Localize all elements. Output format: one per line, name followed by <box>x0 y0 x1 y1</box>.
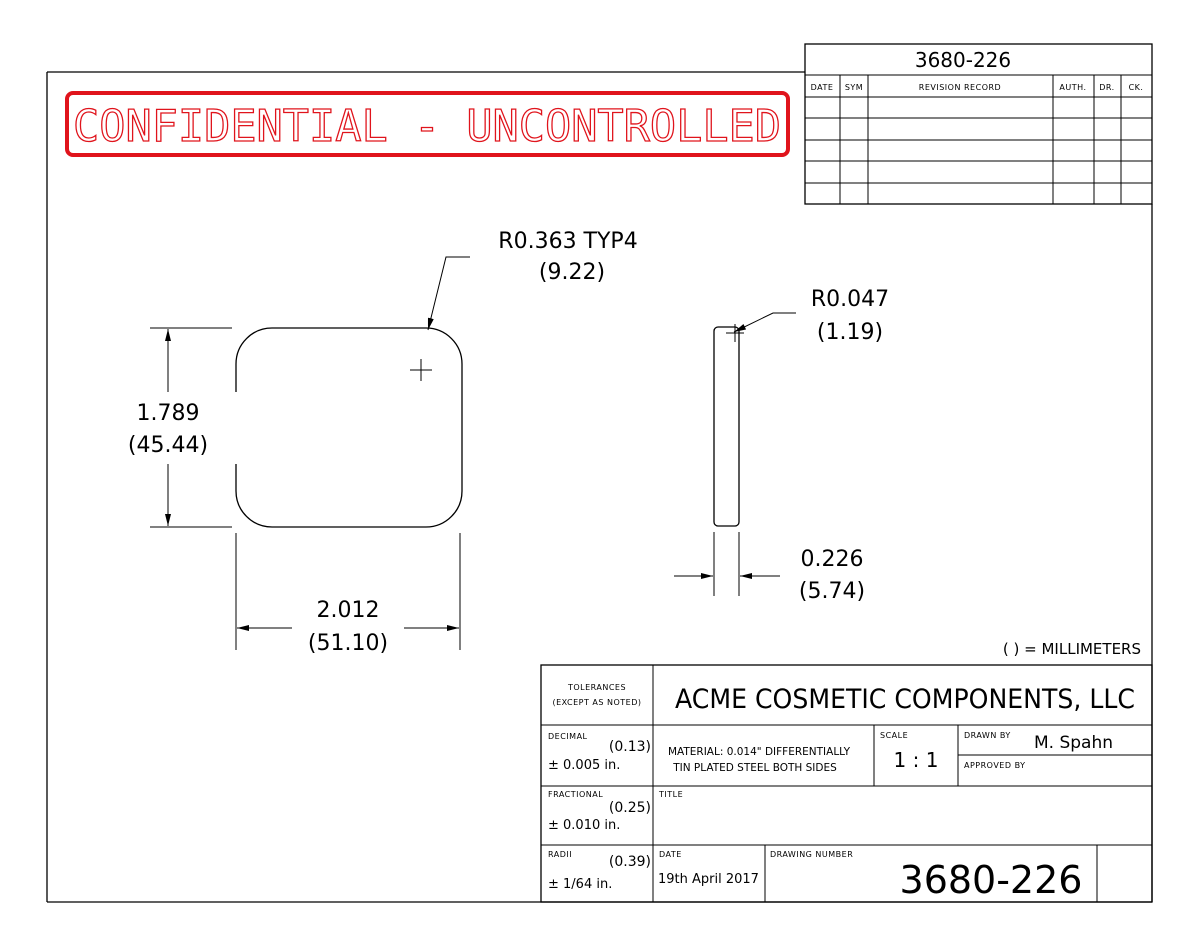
edge-radius-label: R0.047 <box>811 287 889 312</box>
revision-header-auth: AUTH. <box>1059 83 1086 92</box>
sheet-border <box>46 71 1153 903</box>
width-mm-label: (51.10) <box>308 631 388 656</box>
tolerances-label: TOLERANCES <box>567 683 626 692</box>
thickness-mm-label: (5.74) <box>799 579 865 604</box>
date-value: 19th April 2017 <box>658 872 759 887</box>
scale-label: SCALE <box>880 731 908 740</box>
thickness-label: 0.226 <box>801 547 864 572</box>
revision-block: 3680-226 DATE SYM REVISION RECORD AUTH. … <box>804 43 1153 205</box>
height-label: 1.789 <box>137 401 200 426</box>
tolerances-sub-label: (EXCEPT AS NOTED) <box>552 698 641 707</box>
edge-radius-leader <box>733 312 796 333</box>
drawing-number-label: DRAWING NUMBER <box>770 850 853 859</box>
drawn-by-label: DRAWN BY <box>964 731 1011 740</box>
revision-header-sym: SYM <box>845 83 863 92</box>
radii-value: ± 1/64 in. <box>548 877 612 892</box>
scale-value: 1 : 1 <box>894 748 939 772</box>
revision-header-dr: DR. <box>1099 83 1114 92</box>
radii-label: RADII <box>548 850 572 859</box>
side-view: R0.047 (1.19) 0.226 (5.74) <box>674 287 889 604</box>
revision-drawing-number: 3680-226 <box>915 48 1011 72</box>
corner-radius-label: R0.363 TYP4 <box>498 229 637 254</box>
approved-by-label: APPROVED BY <box>964 761 1026 770</box>
height-mm-label: (45.44) <box>128 433 208 458</box>
revision-header-date: DATE <box>811 83 834 92</box>
drawing-number-value: 3680-226 <box>900 858 1083 902</box>
front-view: R0.363 TYP4 (9.22) 1.789 (45.44) 2.012 (… <box>100 229 638 658</box>
fractional-label: FRACTIONAL <box>548 790 603 799</box>
decimal-label: DECIMAL <box>548 732 588 741</box>
drawn-by-value: M. Spahn <box>1034 733 1113 753</box>
radii-mm: (0.39) <box>609 854 651 870</box>
material-line-1: MATERIAL: 0.014" DIFFERENTIALLY <box>668 746 851 758</box>
decimal-value: ± 0.005 in. <box>548 758 620 773</box>
confidential-stamp: CONFIDENTIAL - UNCONTROLLED <box>65 91 790 157</box>
date-label: DATE <box>659 850 682 859</box>
units-note: ( ) = MILLIMETERS <box>1003 640 1141 658</box>
corner-radius-leader <box>427 256 470 331</box>
edge-radius-mm-label: (1.19) <box>817 320 883 345</box>
confidential-stamp-text: CONFIDENTIAL - UNCONTROLLED <box>73 101 781 152</box>
width-label: 2.012 <box>317 598 380 623</box>
fractional-value: ± 0.010 in. <box>548 818 620 833</box>
decimal-mm: (0.13) <box>609 739 651 755</box>
company-name: ACME COSMETIC COMPONENTS, LLC <box>675 684 1135 715</box>
corner-radius-mm-label: (9.22) <box>539 260 605 285</box>
revision-header-ck: CK. <box>1129 83 1144 92</box>
title-label: TITLE <box>658 790 683 799</box>
fractional-mm: (0.25) <box>609 800 651 816</box>
title-block: TOLERANCES (EXCEPT AS NOTED) ACME COSMET… <box>540 664 1153 903</box>
material-line-2: TIN PLATED STEEL BOTH SIDES <box>672 762 837 774</box>
revision-header-record: REVISION RECORD <box>919 83 1001 92</box>
